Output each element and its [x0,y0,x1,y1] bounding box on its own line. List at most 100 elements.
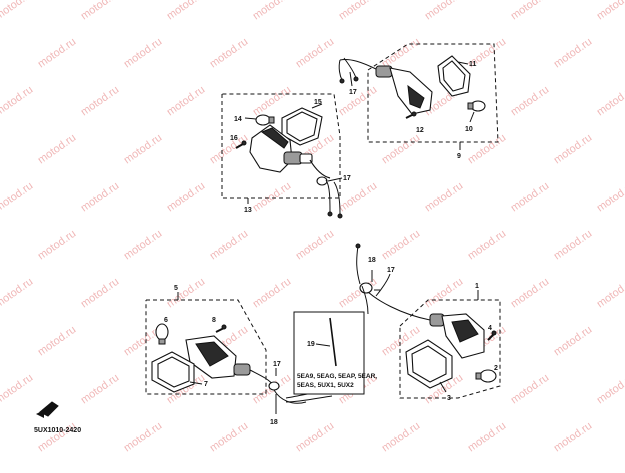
watermark-text: motod.ru [0,0,35,22]
watermark-text: motod.ru [294,420,336,455]
assembly-9: 9 17 11 10 12 [338,43,499,160]
watermark-text: motod.ru [208,420,250,455]
watermark-text: motod.ru [251,84,293,119]
watermark-text: motod.ru [509,180,551,215]
watermark-text: motod.ru [122,36,164,71]
watermark-text: motod.ru [79,276,121,311]
callout-19: 19 [307,341,315,348]
model-note-box: 19 5EA9, 5EAG, 5EAP, 5EAR, 5EAS, 5UX1, 5… [293,311,377,395]
bulb-14 [255,114,271,126]
wire-19 [329,317,337,367]
watermark-text: motod.ru [294,228,336,263]
callout-9: 9 [457,153,461,160]
callout-2: 2 [494,365,498,372]
assembly-1-outline [399,299,501,399]
watermark-text: motod.ru [122,228,164,263]
watermark-text: motod.ru [509,0,551,22]
watermark-text: motod.ru [165,84,207,119]
watermark-text: motod.ru [595,276,625,311]
watermark-text: motod.ru [380,132,422,167]
callout-18-a: 18 [270,419,278,426]
watermark-text: motod.ru [337,84,379,119]
watermark-text: motod.ru [380,420,422,455]
callout-7: 7 [204,381,208,388]
watermark-text: motod.ru [595,372,625,407]
callout-10: 10 [465,126,473,133]
watermark-text: motod.ru [337,180,379,215]
callout-12: 12 [416,127,424,134]
watermark-text: motod.ru [251,0,293,22]
watermark-text: motod.ru [423,276,465,311]
watermark-text: motod.ru [337,276,379,311]
watermark-text: motod.ru [36,228,78,263]
callout-16: 16 [230,135,238,142]
watermark-text: motod.ru [208,36,250,71]
watermark-text: motod.ru [251,180,293,215]
callout-15: 15 [314,99,322,106]
watermark-text: motod.ru [423,180,465,215]
watermark-text: motod.ru [509,372,551,407]
callout-13: 13 [244,207,252,214]
assembly-13: 13 15 14 16 17 [221,93,351,219]
watermark-text: motod.ru [509,276,551,311]
callout-8: 8 [212,317,216,324]
watermark-text: motod.ru [509,84,551,119]
watermark-text: motod.ru [552,132,594,167]
drawing-code: 5UX1010-2420 [34,427,81,434]
assembly-9-outline [367,43,499,143]
watermark-text: motod.ru [552,228,594,263]
watermark-text: motod.ru [208,132,250,167]
watermark-text: motod.ru [552,324,594,359]
watermark-text: motod.ru [79,180,121,215]
watermark-text: motod.ru [0,180,35,215]
watermark-text: motod.ru [380,228,422,263]
watermark-text: motod.ru [0,84,35,119]
bulb-6 [155,323,169,341]
screw-16 [235,143,244,149]
watermark-text: motod.ru [294,36,336,71]
callout-3: 3 [447,395,451,402]
watermark-text: motod.ru [595,0,625,22]
assembly-1: 1 17 18 4 3 2 [355,243,501,402]
watermark-text: motod.ru [423,0,465,22]
callout-5: 5 [174,285,178,292]
callout-17-d: 17 [387,267,395,274]
callout-4: 4 [488,325,492,332]
callout-17-a: 17 [343,175,351,182]
watermark-text: motod.ru [552,36,594,71]
watermark-text: motod.ru [337,0,379,22]
callout-17-c: 17 [273,361,281,368]
watermark-text: motod.ru [165,276,207,311]
watermark-text: motod.ru [36,420,78,455]
model-note-line-2: 5EAS, 5UX1, 5UX2 [297,382,354,389]
watermark-text: motod.ru [552,420,594,455]
watermark-text: motod.ru [165,0,207,22]
watermark-text: motod.ru [122,132,164,167]
watermark-text: motod.ru [122,420,164,455]
watermark-text: motod.ru [0,276,35,311]
front-arrow-icon [39,401,59,417]
callout-6: 6 [164,317,168,324]
callout-1: 1 [475,283,479,290]
watermark-text: motod.ru [466,228,508,263]
watermark-text: motod.ru [466,132,508,167]
callout-11: 11 [469,61,477,68]
watermark-text: motod.ru [466,420,508,455]
model-note-line-1: 5EA9, 5EAG, 5EAP, 5EAR, [297,373,377,380]
watermark-text: motod.ru [165,180,207,215]
callout-17-b: 17 [349,89,357,96]
watermark-text: motod.ru [595,84,625,119]
watermark-text: motod.ru [36,132,78,167]
callout-14: 14 [234,116,242,123]
watermark-text: motod.ru [79,0,121,22]
watermark-text: motod.ru [79,84,121,119]
watermark-text: motod.ru [208,228,250,263]
watermark-text: motod.ru [36,36,78,71]
orientation-arrow [36,401,59,418]
assembly-5: 5 6 8 7 17 18 [145,285,333,426]
watermark-text: motod.ru [251,276,293,311]
watermark-text: motod.ru [595,180,625,215]
callout-18-b: 18 [368,257,376,264]
